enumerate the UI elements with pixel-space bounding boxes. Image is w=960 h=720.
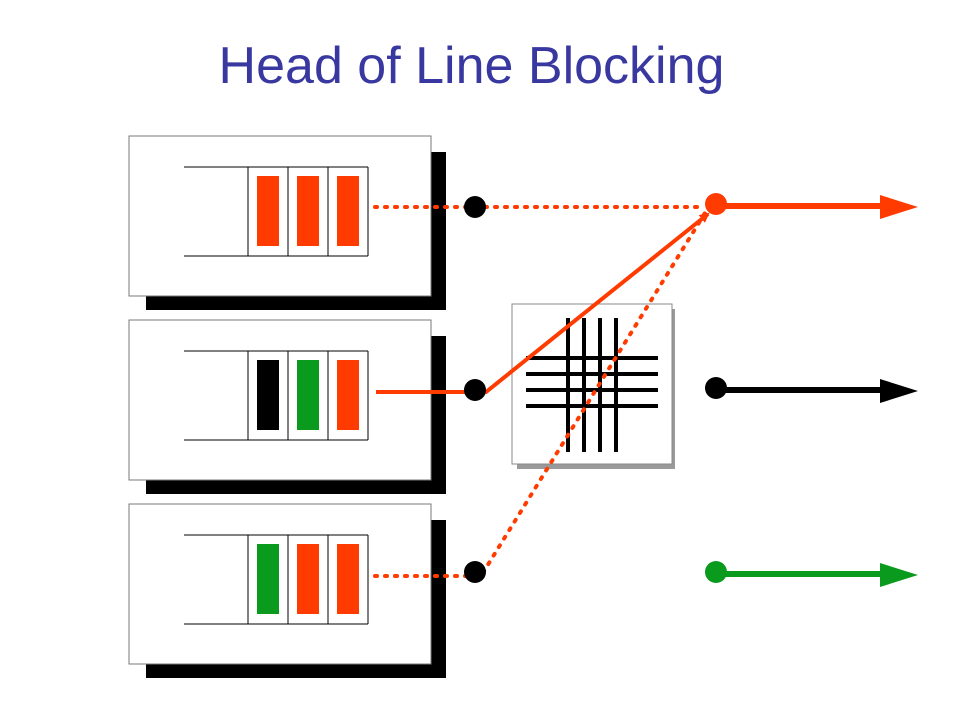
output-port-1 [705,193,918,219]
output-port-dot-green [705,561,727,583]
packet-red [297,176,319,246]
solid-connection-input-2 [376,212,710,394]
output-port-2 [705,377,918,403]
packet-red [337,544,359,614]
queue-box [128,503,432,665]
packet-red [337,176,359,246]
dotted-connection-input-3 [373,211,707,578]
input-queue-1 [128,135,446,310]
crossbar-switch [511,303,675,469]
input-ports [464,196,486,583]
input-queue-3 [128,503,446,678]
queue-box [128,319,432,481]
queue-box [128,135,432,297]
slide-title: Head of Line Blocking [218,37,725,95]
input-port-dot [464,196,486,218]
packet-green [257,544,279,614]
packet-red [337,360,359,430]
output-arrowhead-green [880,563,918,587]
crossbar-box [511,303,673,465]
output-port-dot-black [705,377,727,399]
crossbar-grid [526,318,658,452]
input-port-dot [464,379,486,401]
packet-black [257,360,279,430]
output-port-dot-red [705,193,727,215]
packet-red [257,176,279,246]
input-queue-2 [128,319,446,494]
output-arrowhead-red [880,195,918,219]
packet-green [297,360,319,430]
connections [373,205,710,578]
output-arrowhead-black [880,379,918,403]
input-port-dot [464,561,486,583]
packet-red [297,544,319,614]
output-port-3 [705,561,918,587]
